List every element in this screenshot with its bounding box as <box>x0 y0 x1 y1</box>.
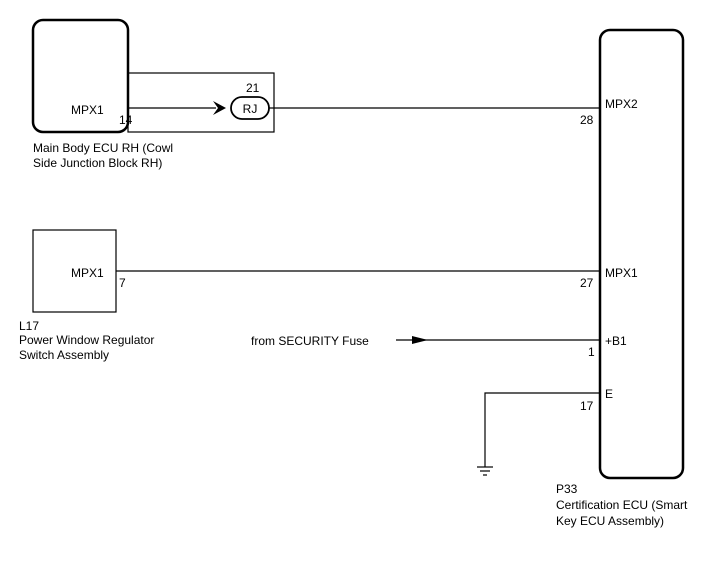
cert-ecu-pin-number-1: 1 <box>588 345 595 359</box>
power-window-name-line1: Power Window Regulator <box>19 333 154 347</box>
cert-ecu-name-line2: Key ECU Assembly) <box>556 514 664 528</box>
main-body-ecu-name-line1: Main Body ECU RH (Cowl <box>33 141 173 155</box>
power-window-name-line2: Switch Assembly <box>19 348 109 362</box>
junction-pin-number: 21 <box>246 81 260 95</box>
wire-e-to-ground <box>484 392 600 467</box>
power-window-pin-number: 7 <box>119 276 126 290</box>
cert-ecu-pin-number-17: 17 <box>580 399 594 413</box>
security-fuse-label: from SECURITY Fuse <box>251 334 369 348</box>
power-window-switch-box[interactable] <box>32 229 117 313</box>
main-body-ecu-pin-label: MPX1 <box>71 103 104 117</box>
cert-ecu-pin-number-27: 27 <box>580 276 594 290</box>
power-window-pin-label: MPX1 <box>71 266 104 280</box>
feed-arrow-icon <box>412 336 428 344</box>
junction-block-outline <box>127 72 275 133</box>
power-window-code: L17 <box>19 319 39 333</box>
cert-ecu-pin-number-28: 28 <box>580 113 594 127</box>
cert-ecu-name-line1: Certification ECU (Smart <box>556 498 688 512</box>
main-body-ecu-name-line2: Side Junction Block RH) <box>33 156 162 170</box>
certification-ecu-box[interactable] <box>598 28 685 480</box>
cert-ecu-pin-label-mpx2: MPX2 <box>605 97 638 111</box>
cert-ecu-pin-label-b1: +B1 <box>605 334 627 348</box>
cert-ecu-code: P33 <box>556 482 578 496</box>
rj-connector-label: RJ <box>243 102 258 116</box>
ground-icon <box>477 466 493 476</box>
connector-arrow-icon <box>213 101 226 115</box>
cert-ecu-pin-label-mpx1: MPX1 <box>605 266 638 280</box>
cert-ecu-pin-label-e: E <box>605 387 613 401</box>
main-body-ecu-pin-number: 14 <box>119 113 133 127</box>
